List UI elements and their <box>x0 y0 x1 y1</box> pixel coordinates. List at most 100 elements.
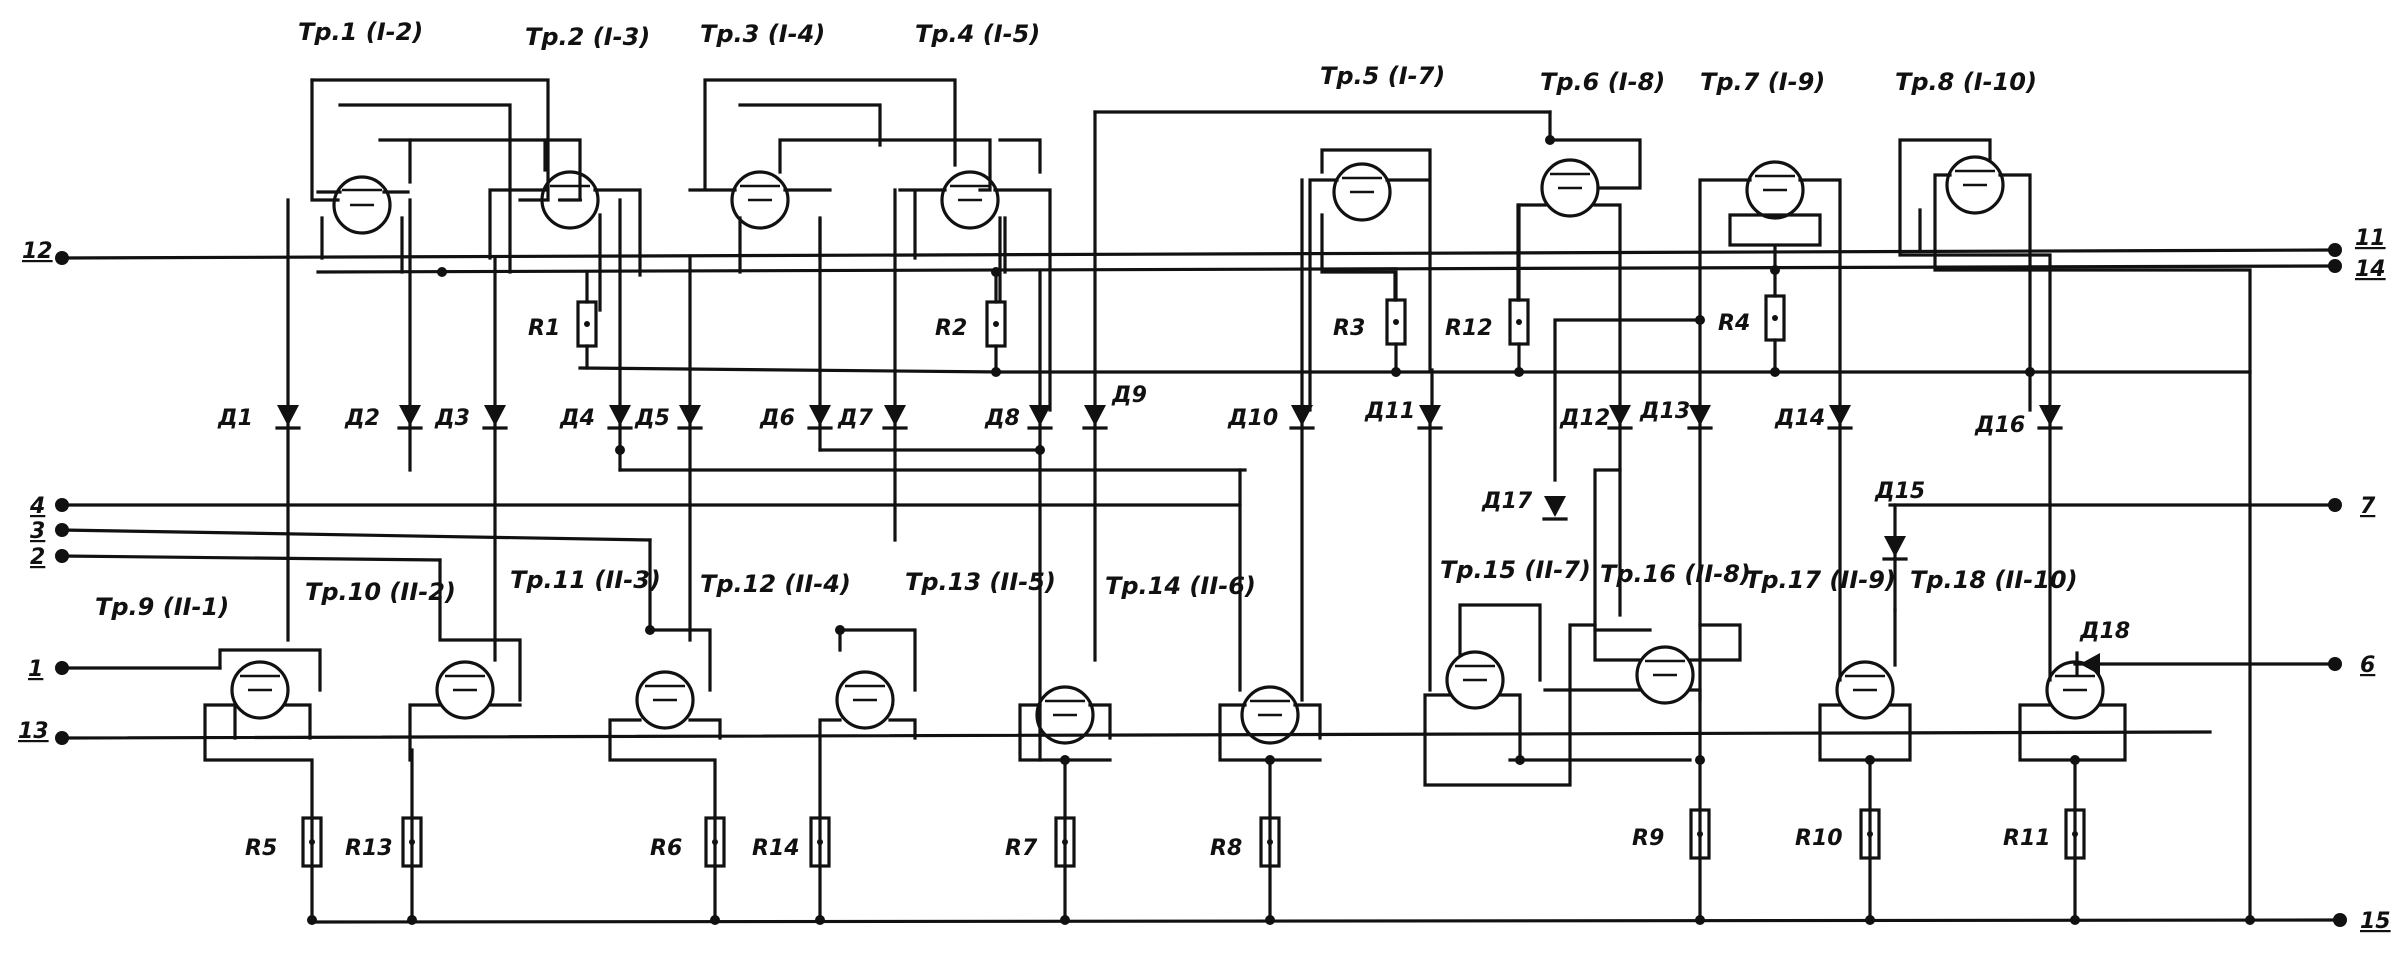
diode-d15 <box>1882 536 1908 561</box>
d17-label: Д17 <box>1481 489 1533 514</box>
bus-lines <box>60 110 2342 924</box>
bottom-resistors <box>301 808 2086 868</box>
resistor-r4 <box>1764 268 1786 374</box>
pins: 12 4 3 2 1 13 11 14 7 6 15 <box>18 226 2391 934</box>
d7-label: Д7 <box>837 406 874 431</box>
r2-label: R2 <box>935 316 967 341</box>
tr17-label: Тр.17 (II-9) <box>1745 566 1896 594</box>
d6-label: Д6 <box>759 406 795 431</box>
junction-dots <box>307 135 2255 925</box>
r9-label: R9 <box>1632 826 1664 851</box>
pin-1-label: 1 <box>28 657 43 682</box>
resistor-r8 <box>1259 816 1281 868</box>
pin-4-label: 4 <box>29 494 45 519</box>
pin-7-terminal <box>2328 498 2342 512</box>
tr10-label: Тр.10 (II-2) <box>305 578 456 606</box>
d9-label: Д9 <box>1111 383 1147 408</box>
transistor-tr8 <box>1898 138 2252 922</box>
tr12-label: Тр.12 (II-4) <box>700 570 851 598</box>
resistor-r10 <box>1859 808 1881 860</box>
diode-d16 <box>2037 405 2063 430</box>
resistor-r7 <box>1054 816 1076 868</box>
diode-d12 <box>1607 405 1633 430</box>
diode-d6 <box>807 405 833 430</box>
pin-1-terminal <box>55 661 69 675</box>
resistor-r3 <box>1385 270 1407 374</box>
tr15-label: Тр.15 (II-7) <box>1440 556 1591 584</box>
pin-3-label: 3 <box>30 519 45 544</box>
pin-3-terminal <box>55 523 69 537</box>
diode-d14 <box>1827 405 1853 430</box>
pin-14-terminal <box>2328 259 2342 273</box>
r8-label: R8 <box>1210 836 1242 861</box>
diode-d2 <box>397 405 423 430</box>
d2-label: Д2 <box>344 406 380 431</box>
d14-label: Д14 <box>1774 406 1825 431</box>
tr16-label: Тр.16 (II-8) <box>1600 560 1751 588</box>
transistor-tr15 <box>1423 603 1692 787</box>
resistor-r13 <box>401 816 423 868</box>
pin-11-label: 11 <box>2355 226 2386 251</box>
top-resistors <box>576 203 1786 374</box>
diode-d4 <box>607 405 633 430</box>
resistor-r14 <box>809 816 831 868</box>
resistor-r12 <box>1508 203 1530 374</box>
tr2-label: Тр.2 (I-3) <box>525 23 650 51</box>
pin-15-label: 15 <box>2360 909 2391 934</box>
pin-4-terminal <box>55 498 69 512</box>
transistor-tr16 <box>1543 623 1742 922</box>
pin-15-terminal <box>2333 913 2347 927</box>
diode-d13 <box>1687 405 1713 430</box>
pin-13-label: 13 <box>18 719 49 744</box>
r3-label: R3 <box>1333 316 1365 341</box>
tr5-label: Тр.5 (I-7) <box>1320 62 1445 90</box>
r6-label: R6 <box>650 836 682 861</box>
r12-label: R12 <box>1445 316 1493 341</box>
tr6-label: Тр.6 (I-8) <box>1540 68 1665 96</box>
transistor-tr9 <box>203 648 322 922</box>
transistor-labels: Тр.1 (I-2) Тр.2 (I-3) Тр.3 (I-4) Тр.4 (I… <box>95 18 2078 621</box>
diode-labels: Д1 Д2 Д3 Д4 Д5 Д6 Д7 Д8 Д9 Д10 Д11 Д12 Д… <box>217 383 2130 644</box>
tr11-label: Тр.11 (II-3) <box>510 566 661 594</box>
transistor-tr12 <box>818 628 917 922</box>
pin-6-terminal <box>2328 657 2342 671</box>
resistor-r5 <box>301 816 323 868</box>
diode-d8 <box>1027 405 1053 430</box>
r13-label: R13 <box>345 836 393 861</box>
transistor-tr13 <box>1018 685 1112 922</box>
transistor-tr14 <box>1218 468 1322 922</box>
r7-label: R7 <box>1005 836 1038 861</box>
d5-label: Д5 <box>634 406 670 431</box>
diode-d11 <box>1417 405 1443 430</box>
diode-d1 <box>275 405 301 430</box>
d8-label: Д8 <box>984 406 1020 431</box>
resistor-r6 <box>704 816 726 868</box>
d10-label: Д10 <box>1227 406 1278 431</box>
diode-d7 <box>882 405 908 430</box>
r10-label: R10 <box>1795 826 1843 851</box>
tr9-label: Тр.9 (II-1) <box>95 593 229 621</box>
d15-label: Д15 <box>1874 479 1925 504</box>
diode-d5 <box>677 405 703 430</box>
resistor-r9 <box>1689 808 1711 860</box>
pin-12-terminal <box>55 251 69 265</box>
diode-d3 <box>482 405 508 430</box>
d16-label: Д16 <box>1974 413 2025 438</box>
transistor-tr18 <box>2018 660 2127 922</box>
d11-label: Д11 <box>1364 399 1415 424</box>
pin-11-terminal <box>2328 243 2342 257</box>
r4-label: R4 <box>1718 311 1750 336</box>
tr18-label: Тр.18 (II-10) <box>1910 566 2078 594</box>
tr3-label: Тр.3 (I-4) <box>700 20 825 48</box>
transistor-tr3 <box>688 78 992 274</box>
tr14-label: Тр.14 (II-6) <box>1105 572 1256 600</box>
resistor-r2 <box>985 270 1007 374</box>
tr4-label: Тр.4 (I-5) <box>915 20 1040 48</box>
top-transistor-group <box>310 78 2252 922</box>
diode-row <box>275 178 2100 762</box>
tr7-label: Тр.7 (I-9) <box>1700 68 1825 96</box>
diode-d9 <box>1082 405 1108 430</box>
pin-13-terminal <box>55 731 69 745</box>
transistor-tr2 <box>488 138 642 312</box>
resistor-r1 <box>576 270 598 370</box>
